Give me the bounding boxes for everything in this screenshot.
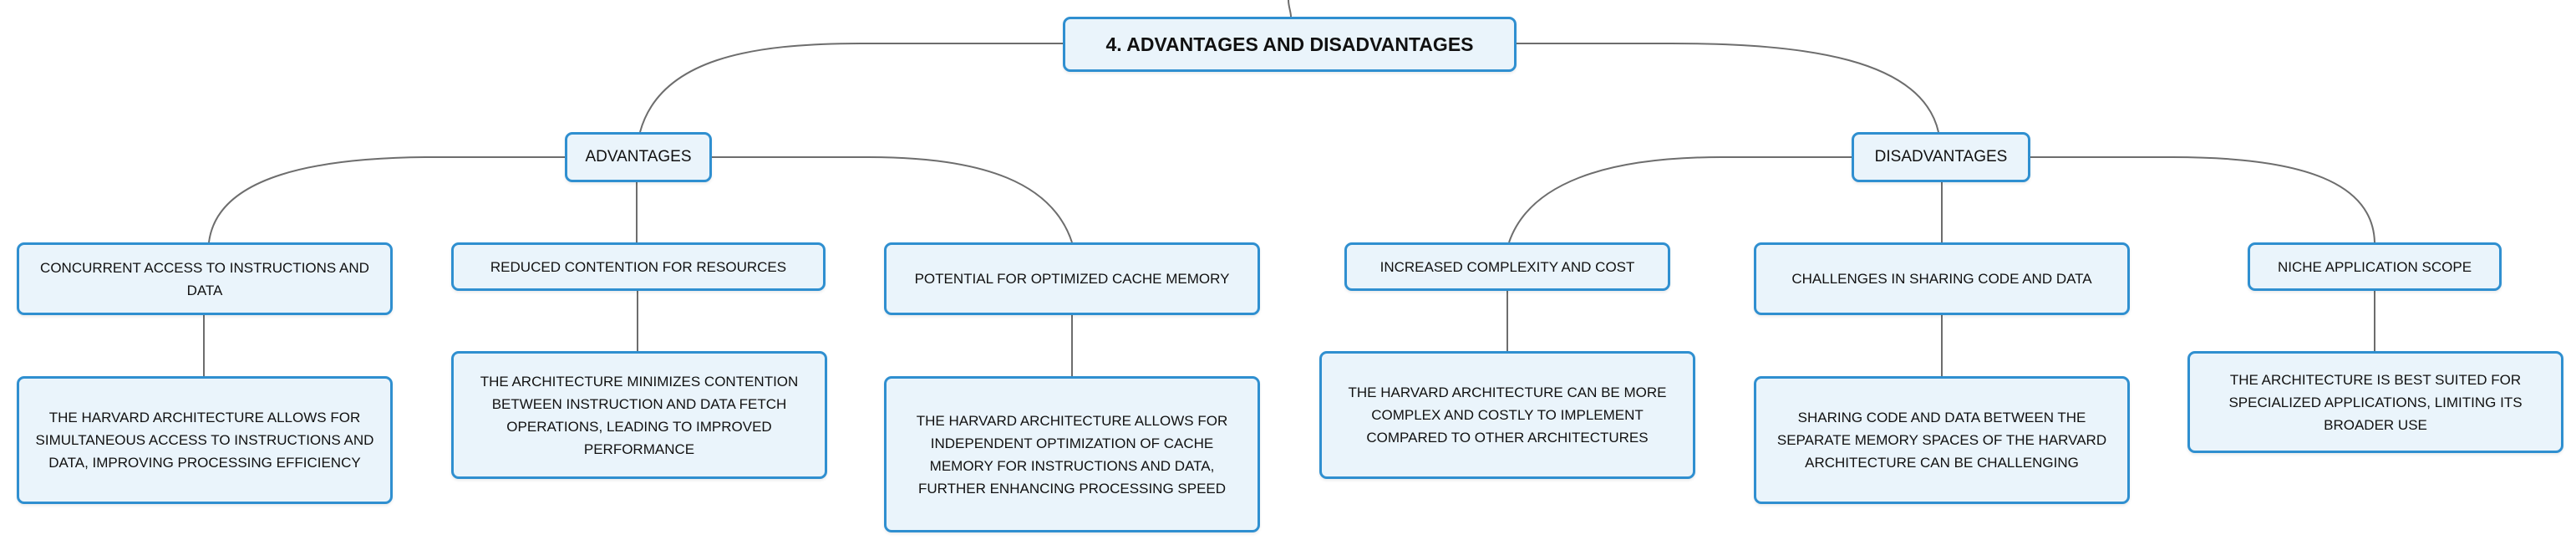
- detail-text: The Harvard architecture can be more com…: [1348, 385, 1667, 446]
- topic-label: Concurrent access to instructions and da…: [40, 259, 369, 298]
- connector-dis-topic-3: [2030, 156, 2375, 243]
- topic-label: Niche application scope: [2277, 258, 2472, 275]
- branch-disadvantages[interactable]: Disadvantages: [1852, 132, 2030, 182]
- connector-root-stub: [1288, 0, 1292, 18]
- topic-label: Reduced contention for resources: [490, 258, 787, 275]
- topic-increased-complexity[interactable]: Increased complexity and cost: [1344, 242, 1670, 291]
- branch-advantages[interactable]: Advantages: [565, 132, 712, 182]
- branch-advantages-label: Advantages: [585, 148, 692, 166]
- connector-adv-topic-1: [208, 156, 565, 243]
- topic-label: Increased complexity and cost: [1379, 258, 1635, 275]
- connector-adv-topic-3: [712, 156, 1073, 243]
- detail-text: The architecture minimizes contention be…: [480, 373, 799, 457]
- connector-dis-topic-1: [1508, 156, 1852, 243]
- detail-concurrent-access[interactable]: The Harvard architecture allows for simu…: [17, 376, 393, 504]
- topic-label: Challenges in sharing code and data: [1791, 271, 2092, 287]
- detail-sharing-challenges[interactable]: Sharing code and data between the separa…: [1754, 376, 2130, 504]
- detail-text: The architecture is best suited for spec…: [2228, 371, 2523, 433]
- topic-sharing-challenges[interactable]: Challenges in sharing code and data: [1754, 242, 2130, 315]
- branch-disadvantages-label: Disadvantages: [1874, 148, 2008, 166]
- root-node[interactable]: 4. Advantages and Disadvantages: [1063, 17, 1517, 72]
- topic-niche-scope[interactable]: Niche application scope: [2248, 242, 2502, 291]
- detail-text: Sharing code and data between the separa…: [1776, 410, 2107, 471]
- connector-root-disadvantages: [1517, 43, 1939, 133]
- topic-concurrent-access[interactable]: Concurrent access to instructions and da…: [17, 242, 393, 315]
- connector-root-advantages: [639, 43, 1063, 133]
- detail-niche-scope[interactable]: The architecture is best suited for spec…: [2187, 351, 2563, 453]
- detail-text: The Harvard architecture allows for inde…: [916, 412, 1228, 497]
- detail-reduced-contention[interactable]: The architecture minimizes contention be…: [451, 351, 827, 479]
- topic-optimized-cache[interactable]: Potential for optimized cache memory: [884, 242, 1260, 315]
- detail-optimized-cache[interactable]: The Harvard architecture allows for inde…: [884, 376, 1260, 532]
- detail-increased-complexity[interactable]: The Harvard architecture can be more com…: [1319, 351, 1695, 479]
- detail-text: The Harvard architecture allows for simu…: [35, 410, 374, 471]
- topic-reduced-contention[interactable]: Reduced contention for resources: [451, 242, 826, 291]
- root-label: 4. Advantages and Disadvantages: [1105, 33, 1474, 55]
- topic-label: Potential for optimized cache memory: [914, 271, 1230, 287]
